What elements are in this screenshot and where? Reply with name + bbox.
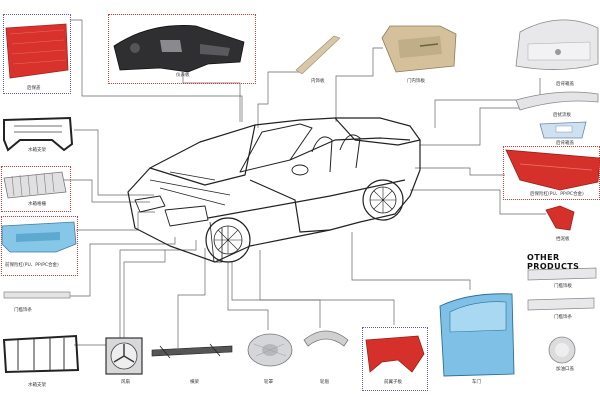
part-side-strip (3, 291, 71, 299)
cockpit-line (289, 137, 411, 161)
grille-highlight-box (1, 166, 71, 212)
line-wheel-arch (231, 262, 321, 328)
door-line (249, 179, 331, 233)
label-front-frame: 水箱支架 (28, 148, 46, 153)
windshield-frame (239, 123, 313, 173)
other-products-title: OTHER PRODUCTS (527, 253, 580, 271)
headlight-left (134, 195, 166, 213)
label-front-bumper: 前保险杠(PU、PP/PC合金) (5, 263, 59, 268)
front-bumper-highlight-box (1, 216, 78, 276)
car-body-outline (127, 117, 421, 263)
label-fender: 前翼子板 (384, 380, 402, 385)
grille-front (164, 205, 209, 227)
label-dashboard: 仪表板 (176, 73, 190, 78)
line-grille (64, 179, 150, 203)
part-other-1 (527, 267, 597, 281)
line-mudguard (410, 189, 546, 215)
side-line (207, 179, 406, 219)
part-wheel-arch (303, 330, 349, 347)
label-wheel-cover: 轮罩 (264, 380, 273, 385)
part-front-bumper (1, 221, 77, 253)
engine-detail (149, 171, 231, 206)
part-fender (365, 335, 425, 373)
label-rear-bumper: 后保险杠(PU、PP/PC合金) (530, 192, 584, 197)
rear-deck-line (334, 117, 421, 146)
part-hood (5, 23, 69, 79)
part-car-door (439, 293, 515, 377)
part-trunk-lid (539, 121, 587, 139)
front-wheel-spokes (214, 226, 242, 254)
label-radiator-support: 水箱支架 (28, 383, 46, 388)
steering-wheel (291, 164, 309, 176)
convertible-car-drawing (127, 117, 421, 263)
part-rear-bumper (505, 149, 600, 191)
line-tailgate (434, 78, 541, 128)
line-rear-spoiler (420, 107, 520, 146)
label-tailgate: 后背箱盖 (556, 82, 574, 87)
label-fuel-cap: 加油口盖 (556, 367, 574, 372)
line-pillar (257, 71, 300, 128)
part-front-frame (3, 116, 74, 152)
line-hood (70, 19, 243, 122)
part-crossbeam (151, 343, 233, 359)
part-fuel-cap (548, 336, 576, 364)
rear-wheel-spokes (370, 187, 396, 213)
front-wheel-outer (205, 217, 251, 263)
label-other-2: 门槛饰条 (554, 315, 572, 320)
hood-highlight-box (3, 14, 71, 94)
label-trunk-lid: 后背箱盖 (556, 141, 574, 146)
part-pillar-trim (295, 35, 341, 75)
rear-wheel-outer (362, 179, 404, 221)
label-door-panel: 门内饰板 (407, 79, 425, 84)
line-side-strip (70, 237, 176, 297)
suspension-detail (209, 221, 223, 263)
part-dashboard (113, 25, 245, 73)
line-frame (74, 129, 154, 196)
label-other-1: 门槛饰板 (554, 284, 572, 289)
line-crossbeam (177, 248, 206, 348)
label-wheel-arch: 轮眉 (320, 380, 329, 385)
label-rear-spoiler: 后扰流板 (553, 113, 571, 118)
part-wheel-cover (247, 333, 293, 367)
dashboard-highlight-box (108, 14, 256, 84)
line-wheel-cover (227, 262, 269, 330)
part-mudguard (545, 205, 575, 231)
part-tailgate (515, 19, 599, 70)
part-radiator-support (2, 334, 80, 374)
line-radiator (74, 240, 197, 346)
label-car-door: 车门 (472, 380, 481, 385)
label-mudguard: 挡泥板 (556, 237, 570, 242)
part-fan (105, 337, 143, 375)
label-pillar-trim: 内饰板 (311, 79, 325, 84)
line-rear-bumper (415, 167, 505, 176)
line-fan (123, 250, 166, 340)
fender-highlight-box (362, 327, 428, 391)
line-front-bumper (76, 211, 155, 231)
line-fender (259, 250, 395, 325)
label-side-strip: 门槛饰条 (14, 308, 32, 313)
label-crossbeam: 横梁 (190, 380, 199, 385)
part-grille (3, 171, 67, 199)
label-hood: 后保盖 (27, 86, 41, 91)
seat-rear (339, 134, 361, 169)
label-fan: 风扇 (121, 380, 130, 385)
line-door (351, 232, 471, 290)
label-grille: 水箱格栅 (28, 202, 46, 207)
line-door-panel (335, 47, 383, 122)
car-hood-line (149, 124, 256, 186)
part-door-panel (381, 25, 457, 73)
part-rear-spoiler (515, 91, 599, 111)
part-other-2 (527, 297, 595, 311)
seat-front (311, 136, 333, 173)
connector-lines (64, 19, 546, 348)
